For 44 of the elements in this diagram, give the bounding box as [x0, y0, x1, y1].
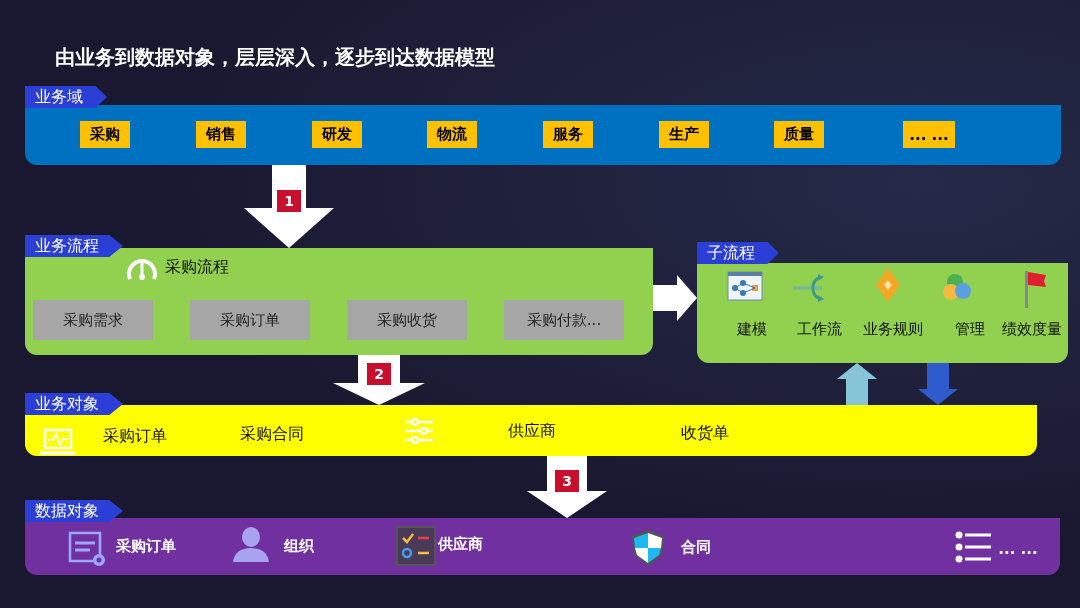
- slide-title: 由业务到数据对象，层层深入，逐步到达数据模型: [55, 44, 495, 71]
- domain-tag: ... ...: [903, 121, 955, 148]
- subprocess-panel: [697, 242, 1068, 363]
- item-label: 管理: [955, 319, 985, 339]
- item-label: 供应商: [508, 420, 556, 442]
- item-label: 工作流: [796, 319, 842, 339]
- item-label: 绩效度量: [1002, 319, 1062, 339]
- process-step-box: 采购需求: [33, 300, 153, 340]
- process-step-box: 采购订单: [190, 300, 310, 340]
- item-label: 供应商: [437, 534, 483, 554]
- lane-title-tab: 业务流程: [25, 235, 123, 257]
- item-label: 合同: [681, 537, 711, 557]
- item-label: 采购订单: [103, 425, 167, 447]
- item-label: 建模: [737, 319, 767, 339]
- domain-tag: 采购: [80, 121, 130, 148]
- block-arrow: [918, 363, 958, 405]
- item-label: 业务规则: [863, 319, 923, 339]
- item-label: 采购订单: [116, 536, 176, 556]
- lane-title-tab: 业务域: [25, 86, 107, 108]
- item-label: 采购合同: [240, 423, 304, 445]
- domain-tag: 生产: [659, 121, 709, 148]
- process-step-box: 采购收货: [347, 300, 467, 340]
- item-label: 组织: [284, 536, 314, 556]
- process-heading: 采购流程: [165, 256, 229, 278]
- domain-tag: 研发: [312, 121, 362, 148]
- item-label: 收货单: [681, 422, 729, 444]
- lane-title-tab: 业务对象: [25, 393, 123, 415]
- lane-title-tab: 子流程: [697, 242, 779, 264]
- step-number-badge: 1: [277, 189, 301, 212]
- process-band: [25, 235, 653, 355]
- block-arrow: [653, 275, 697, 321]
- domain-tag: 销售: [196, 121, 246, 148]
- domain-tag: 物流: [427, 121, 477, 148]
- lane-title-tab: 数据对象: [25, 500, 123, 522]
- business-object-band: [25, 393, 1037, 456]
- step-number-badge: 2: [367, 363, 391, 385]
- domain-tag: 服务: [543, 121, 593, 148]
- block-arrow: [837, 363, 877, 405]
- step-number-badge: 3: [555, 470, 579, 492]
- domain-tag: 质量: [774, 121, 824, 148]
- data-object-band: [25, 500, 1060, 575]
- item-label: ... ...: [998, 540, 1038, 558]
- process-step-box: 采购付款...: [504, 300, 624, 340]
- domain-band: [25, 86, 1061, 165]
